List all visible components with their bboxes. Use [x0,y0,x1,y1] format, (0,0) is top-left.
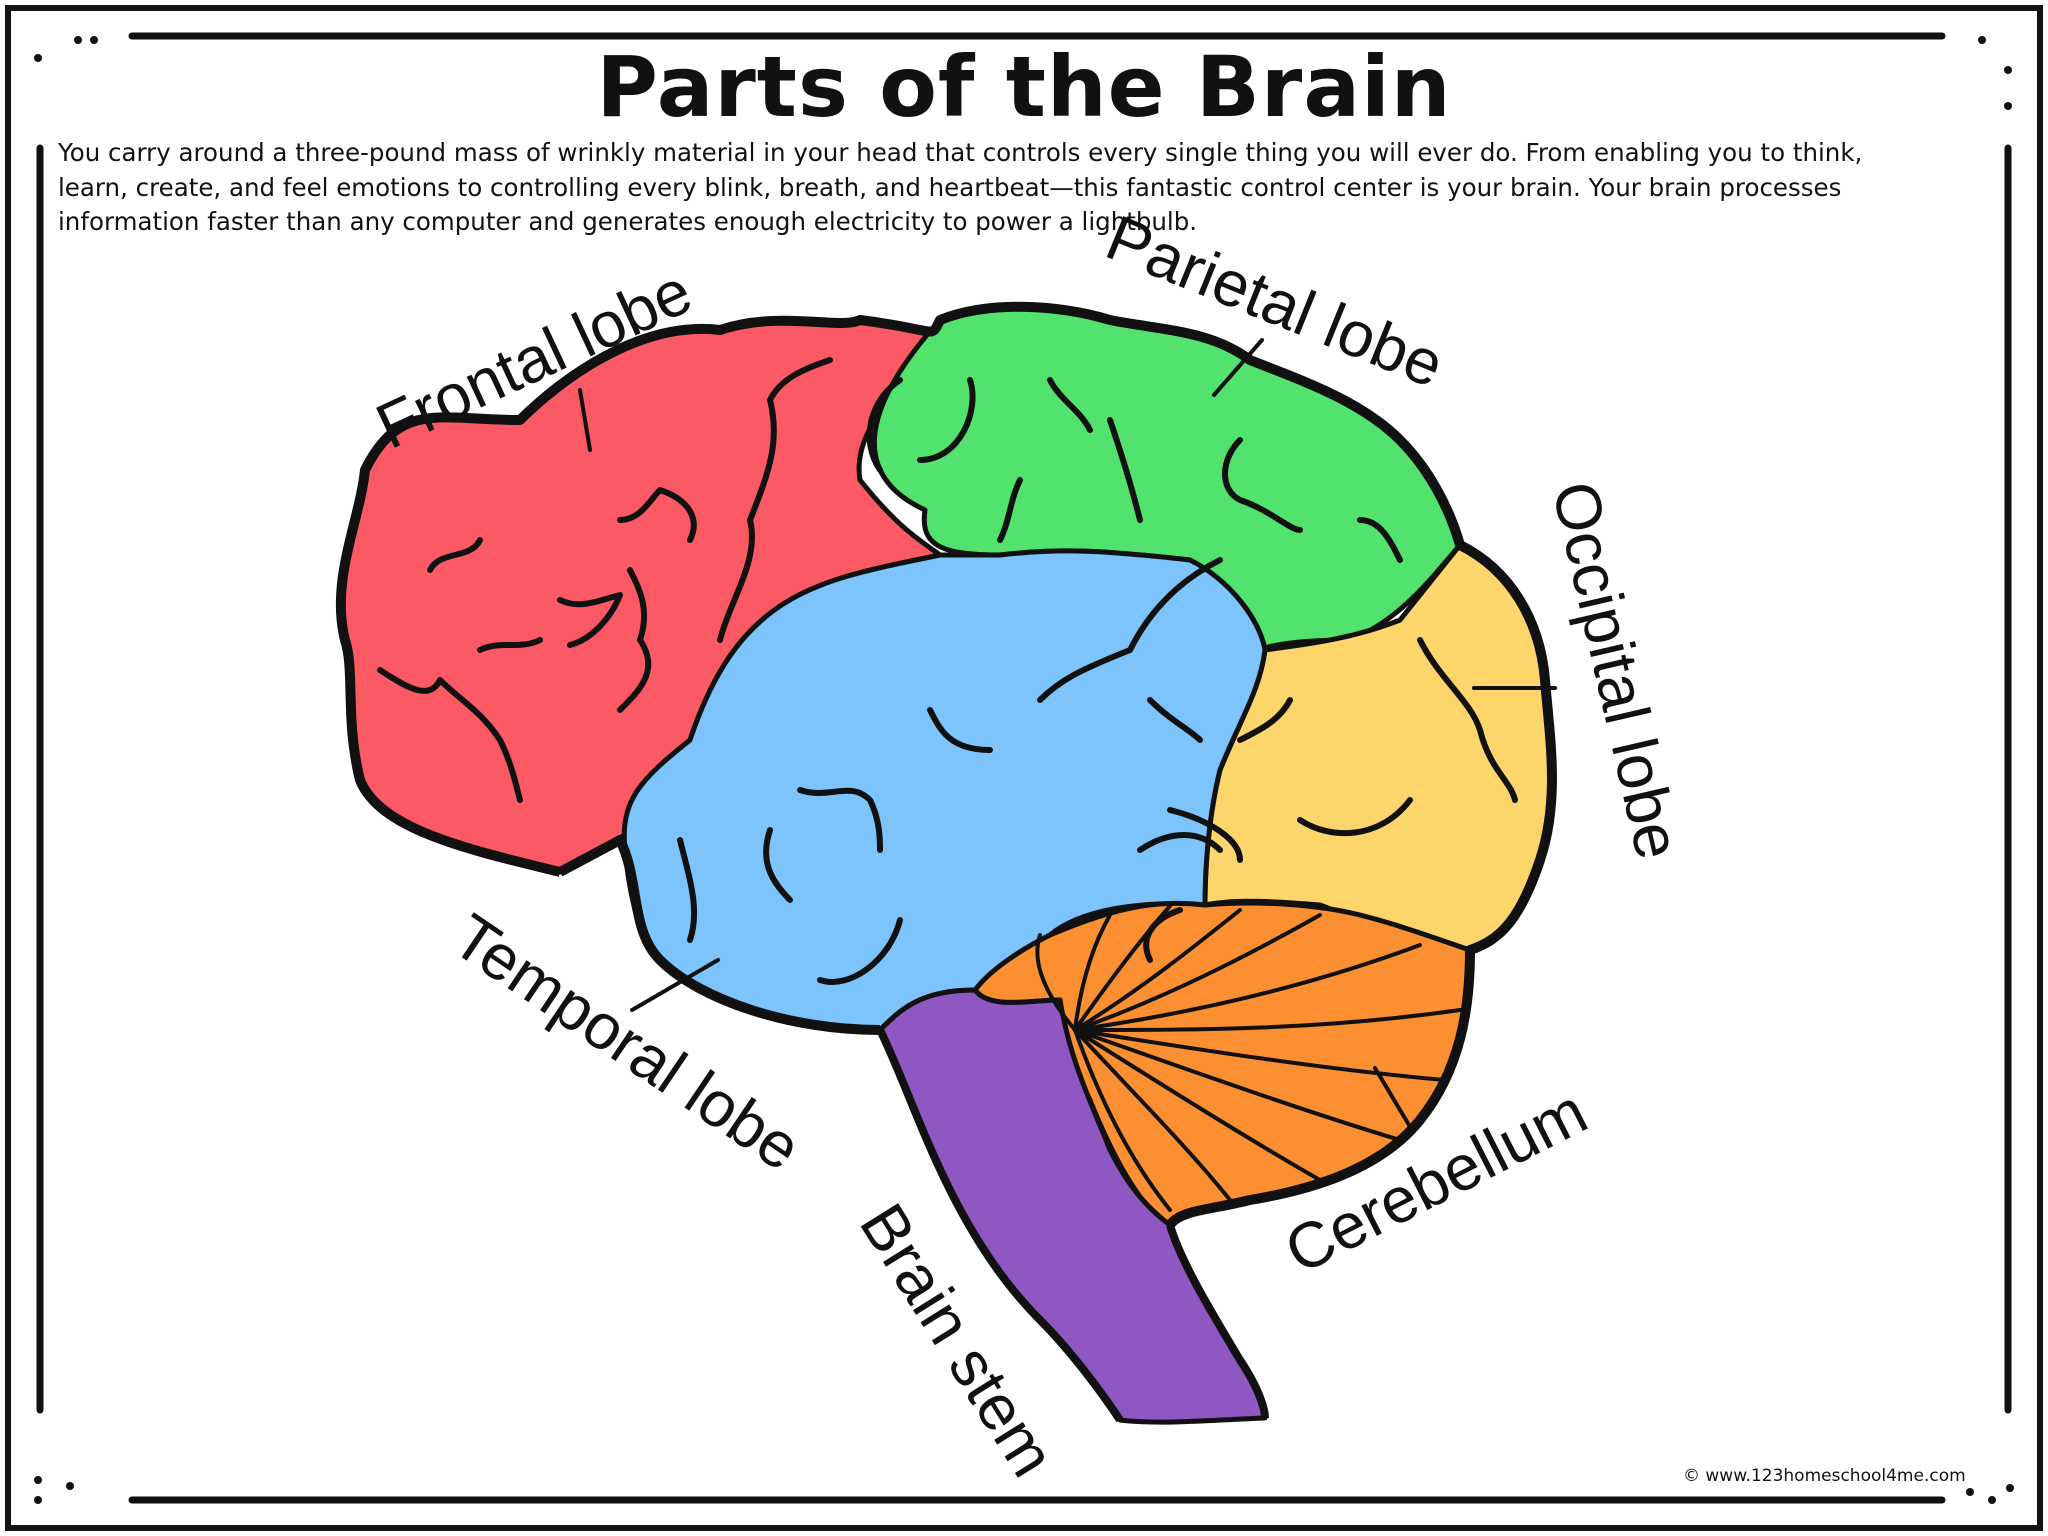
temporal-outline [557,835,881,1035]
occipital-lobe-label: Occipital lobe [1538,475,1695,866]
cerebellum-folia [1035,904,1462,1212]
stem-outline [876,1028,1269,1423]
cerebellum-leader-line [1373,1066,1414,1132]
worksheet-title: Parts of the Brain [596,38,1452,136]
parietal-leader-line [1212,338,1264,397]
frontal-leader-line [578,388,592,452]
intro-paragraph: You carry around a three-pound mass of w… [58,138,1863,236]
label-leader-lines [578,338,1557,1132]
brain-gyri [377,357,1518,985]
temporal-leader-line [630,958,720,1012]
brain-outline [335,301,1557,1229]
copyright-notice: © www.123homeschool4me.com [1683,1466,1966,1486]
